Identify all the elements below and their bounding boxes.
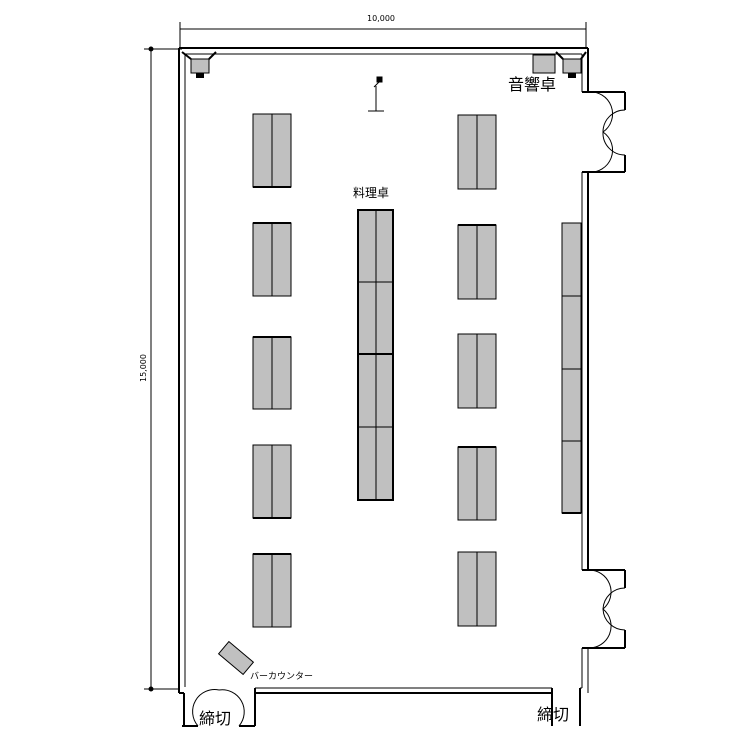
door-closed-label-left: 締切 — [199, 709, 232, 728]
cooking-table-label: 料理卓 — [353, 186, 390, 200]
speaker-icon — [555, 51, 587, 78]
sound-desk-label: 音響卓 — [508, 75, 557, 94]
speaker-icon — [181, 51, 217, 78]
height-dimension-line — [144, 46, 182, 692]
width-dimension-line — [179, 22, 587, 48]
side-table — [561, 222, 582, 514]
door-closed-label-right: 締切 — [537, 705, 570, 724]
width-dimension-label: 10,000 — [367, 14, 395, 23]
bar-counter-label: バーカウンター — [250, 672, 314, 682]
microphone-icon — [368, 76, 384, 112]
left-table-column — [252, 113, 292, 628]
sound-desk — [532, 54, 556, 74]
walls — [178, 47, 626, 727]
height-dimension-label: 15,000 — [139, 354, 148, 382]
right-door-upper — [587, 91, 626, 173]
right-table-column — [457, 114, 497, 627]
cooking-table — [357, 209, 394, 501]
right-door-lower — [587, 569, 626, 649]
bar-counter — [217, 640, 255, 676]
bottom-left-door — [192, 689, 245, 727]
